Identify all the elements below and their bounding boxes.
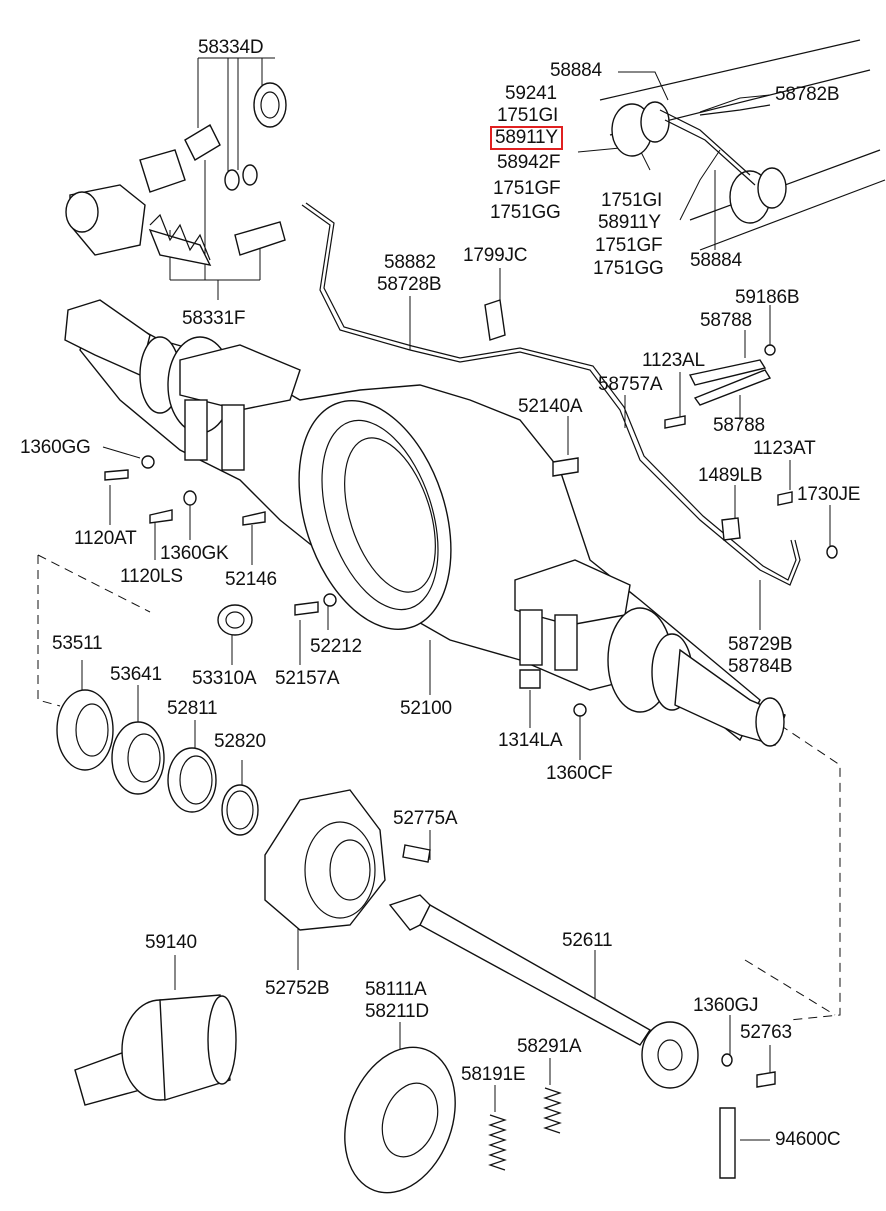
part-label-58911y-highlighted: 58911Y — [490, 126, 563, 150]
dashed-guides — [37, 554, 841, 1021]
part-label-58784b: 58784B — [728, 656, 793, 677]
part-label-1751gg-a: 1751GG — [490, 202, 561, 223]
part-label-1751gi-b: 1751GI — [601, 190, 663, 211]
part-label-1314la: 1314LA — [498, 730, 563, 751]
part-label-1360gj: 1360GJ — [693, 995, 759, 1016]
part-label-1799jc: 1799JC — [463, 245, 528, 266]
part-label-58911y-b: 58911Y — [598, 212, 661, 233]
part-label-1120ls: 1120LS — [120, 566, 183, 587]
part-label-58788-a: 58788 — [700, 310, 752, 331]
part-label-1360cf: 1360CF — [546, 763, 613, 784]
part-label-1751gf-b: 1751GF — [595, 235, 663, 256]
part-label-58191e: 58191E — [461, 1064, 526, 1085]
part-label-58291a: 58291A — [517, 1036, 582, 1057]
part-label-53511: 53511 — [52, 633, 103, 654]
part-label-53310a: 53310A — [192, 668, 257, 689]
part-label-58331f: 58331F — [182, 308, 246, 329]
part-label-58884-top: 58884 — [550, 60, 602, 81]
part-label-94600c: 94600C — [775, 1129, 841, 1150]
fasteners — [104, 299, 838, 1179]
part-label-52146: 52146 — [225, 569, 277, 590]
part-label-59186b: 59186B — [735, 287, 800, 308]
part-label-1751gg-b: 1751GG — [593, 258, 664, 279]
part-label-52157a: 52157A — [275, 668, 340, 689]
part-label-52820: 52820 — [214, 731, 266, 752]
part-label-59241: 59241 — [505, 83, 557, 104]
springs — [488, 1087, 562, 1171]
spring-stack — [149, 213, 211, 261]
part-label-1751gi-a: 1751GI — [497, 105, 559, 126]
sensor-assembly — [599, 39, 886, 251]
wheel-hub — [264, 789, 386, 931]
part-label-58111a: 58111A — [365, 979, 427, 1000]
part-label-58782b: 58782B — [775, 84, 840, 105]
lock-assembly — [65, 82, 287, 266]
part-label-1730je: 1730JE — [797, 484, 861, 505]
part-label-58729b: 58729B — [728, 634, 793, 655]
part-label-1123al: 1123AL — [642, 350, 705, 371]
part-label-58757a: 58757A — [598, 374, 663, 395]
part-label-58211d: 58211D — [365, 1001, 429, 1022]
part-label-52212: 52212 — [310, 636, 362, 657]
part-label-52752b: 52752B — [265, 978, 330, 999]
backing-plate — [344, 1046, 456, 1194]
part-label-1120at: 1120AT — [74, 528, 137, 549]
part-label-58728b: 58728B — [377, 274, 442, 295]
part-label-1489lb: 1489LB — [698, 465, 763, 486]
part-label-1751gf-a: 1751GF — [493, 178, 561, 199]
part-label-52140a: 52140A — [518, 396, 583, 417]
axle-housing — [64, 299, 786, 747]
axle-shaft — [388, 894, 699, 1089]
part-label-52763: 52763 — [740, 1022, 792, 1043]
part-label-58942f: 58942F — [497, 152, 561, 173]
part-label-1360gg: 1360GG — [20, 437, 91, 458]
part-label-52811: 52811 — [167, 698, 218, 719]
part-label-1360gk: 1360GK — [160, 543, 229, 564]
part-label-58334d: 58334D — [198, 37, 264, 58]
part-label-58884-bottom: 58884 — [690, 250, 742, 271]
part-label-58788-b: 58788 — [713, 415, 765, 436]
part-label-52775a: 52775A — [393, 808, 458, 829]
part-label-53641: 53641 — [110, 664, 162, 685]
part-label-58882: 58882 — [384, 252, 436, 273]
part-label-52100: 52100 — [400, 698, 452, 719]
brake-line — [301, 202, 801, 586]
bearings — [56, 604, 259, 836]
part-label-1123at: 1123AT — [753, 438, 816, 459]
part-label-52611: 52611 — [562, 930, 613, 951]
part-label-59140: 59140 — [145, 932, 197, 953]
brake-chamber — [74, 994, 237, 1106]
